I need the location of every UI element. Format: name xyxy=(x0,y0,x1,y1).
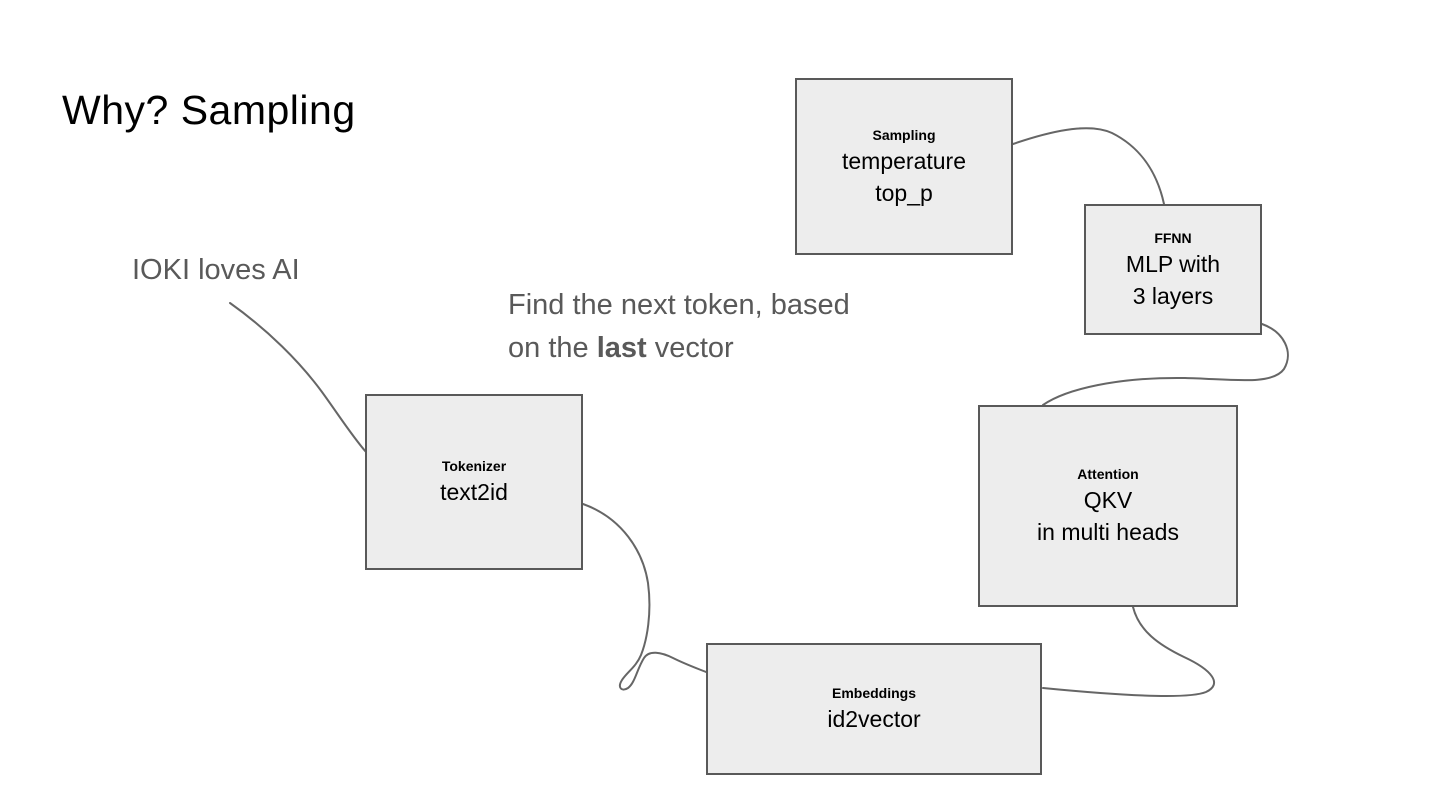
node-ffnn-line: 3 layers xyxy=(1132,282,1214,309)
node-tokenizer[interactable]: Tokenizer text2id xyxy=(365,394,583,570)
node-attention-label: Attention xyxy=(1077,466,1139,482)
node-sampling-label: Sampling xyxy=(872,126,936,143)
caption-line-2: on the last vector xyxy=(508,327,850,370)
node-attention-line: in multi heads xyxy=(1037,519,1179,545)
node-sampling[interactable]: Sampling temperature top_p xyxy=(795,78,1013,255)
node-attention-line: QKV xyxy=(1083,487,1133,513)
input-example-text: IOKI loves AI xyxy=(132,254,300,286)
connector-sampling-to-ffnn xyxy=(1012,127,1165,205)
node-tokenizer-label: Tokenizer xyxy=(441,458,507,474)
connector-tokenizer-to-embeddings xyxy=(582,503,707,691)
node-sampling-line: temperature xyxy=(841,147,966,174)
node-embeddings-label: Embeddings xyxy=(831,685,916,701)
caption-line-1: Find the next token, based xyxy=(508,289,850,321)
node-attention[interactable]: Attention QKV in multi heads xyxy=(978,405,1238,607)
node-sampling-line: top_p xyxy=(875,179,933,206)
connector-input-to-tokenizer xyxy=(229,302,367,453)
connector-attention-to-embeddings xyxy=(1042,606,1216,698)
node-ffnn[interactable]: FFNN MLP with 3 layers xyxy=(1084,204,1262,335)
caption-text: Find the next token, based on the last v… xyxy=(508,284,850,370)
caption-line-2-bold: last xyxy=(596,332,647,364)
caption-line-2-prefix: on the xyxy=(508,332,597,364)
node-embeddings[interactable]: Embeddings id2vector xyxy=(706,643,1042,775)
caption-line-2-suffix: vector xyxy=(646,332,734,364)
slide-title: Why? Sampling xyxy=(62,87,356,133)
connector-ffnn-to-attention xyxy=(1042,323,1289,406)
node-embeddings-line: id2vector xyxy=(827,706,921,732)
node-ffnn-line: MLP with xyxy=(1125,250,1221,277)
node-tokenizer-line: text2id xyxy=(440,479,508,505)
node-ffnn-label: FFNN xyxy=(1154,229,1192,246)
